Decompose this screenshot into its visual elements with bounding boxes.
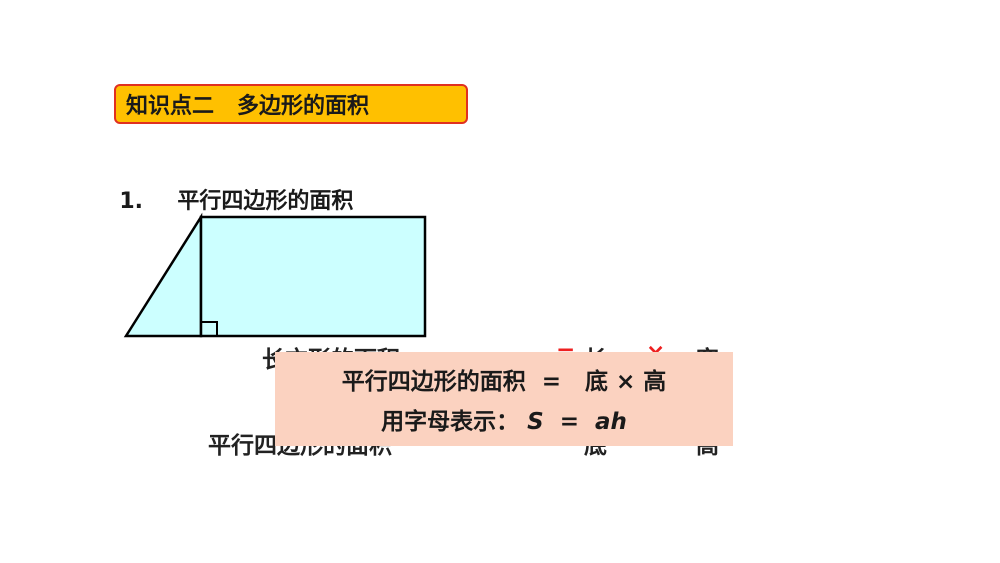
formula-var-s: S [527,409,544,435]
section-heading: 1. 平行四边形的面积 [104,158,353,215]
topic-label: 知识点二 多边形的面积 [126,94,369,119]
formula-line-words: 平行四边形的面积 = 底 × 高 [341,369,667,395]
formula-box: 平行四边形的面积 = 底 × 高 用字母表示： S = ah [275,352,733,446]
triangle-piece [123,212,203,338]
formula-line-letters: 用字母表示： S = ah [381,402,627,436]
section-number: 1. [119,189,143,214]
parallelogram-figure [123,212,427,338]
formula-equals: = [559,409,579,435]
rectangle-piece [199,215,427,338]
topic-label-box: 知识点二 多边形的面积 [114,84,468,124]
section-title: 平行四边形的面积 [177,189,354,214]
formula-letters-prefix: 用字母表示： [381,409,520,435]
formula-var-ah: ah [595,409,627,435]
right-angle-marker [200,321,218,337]
